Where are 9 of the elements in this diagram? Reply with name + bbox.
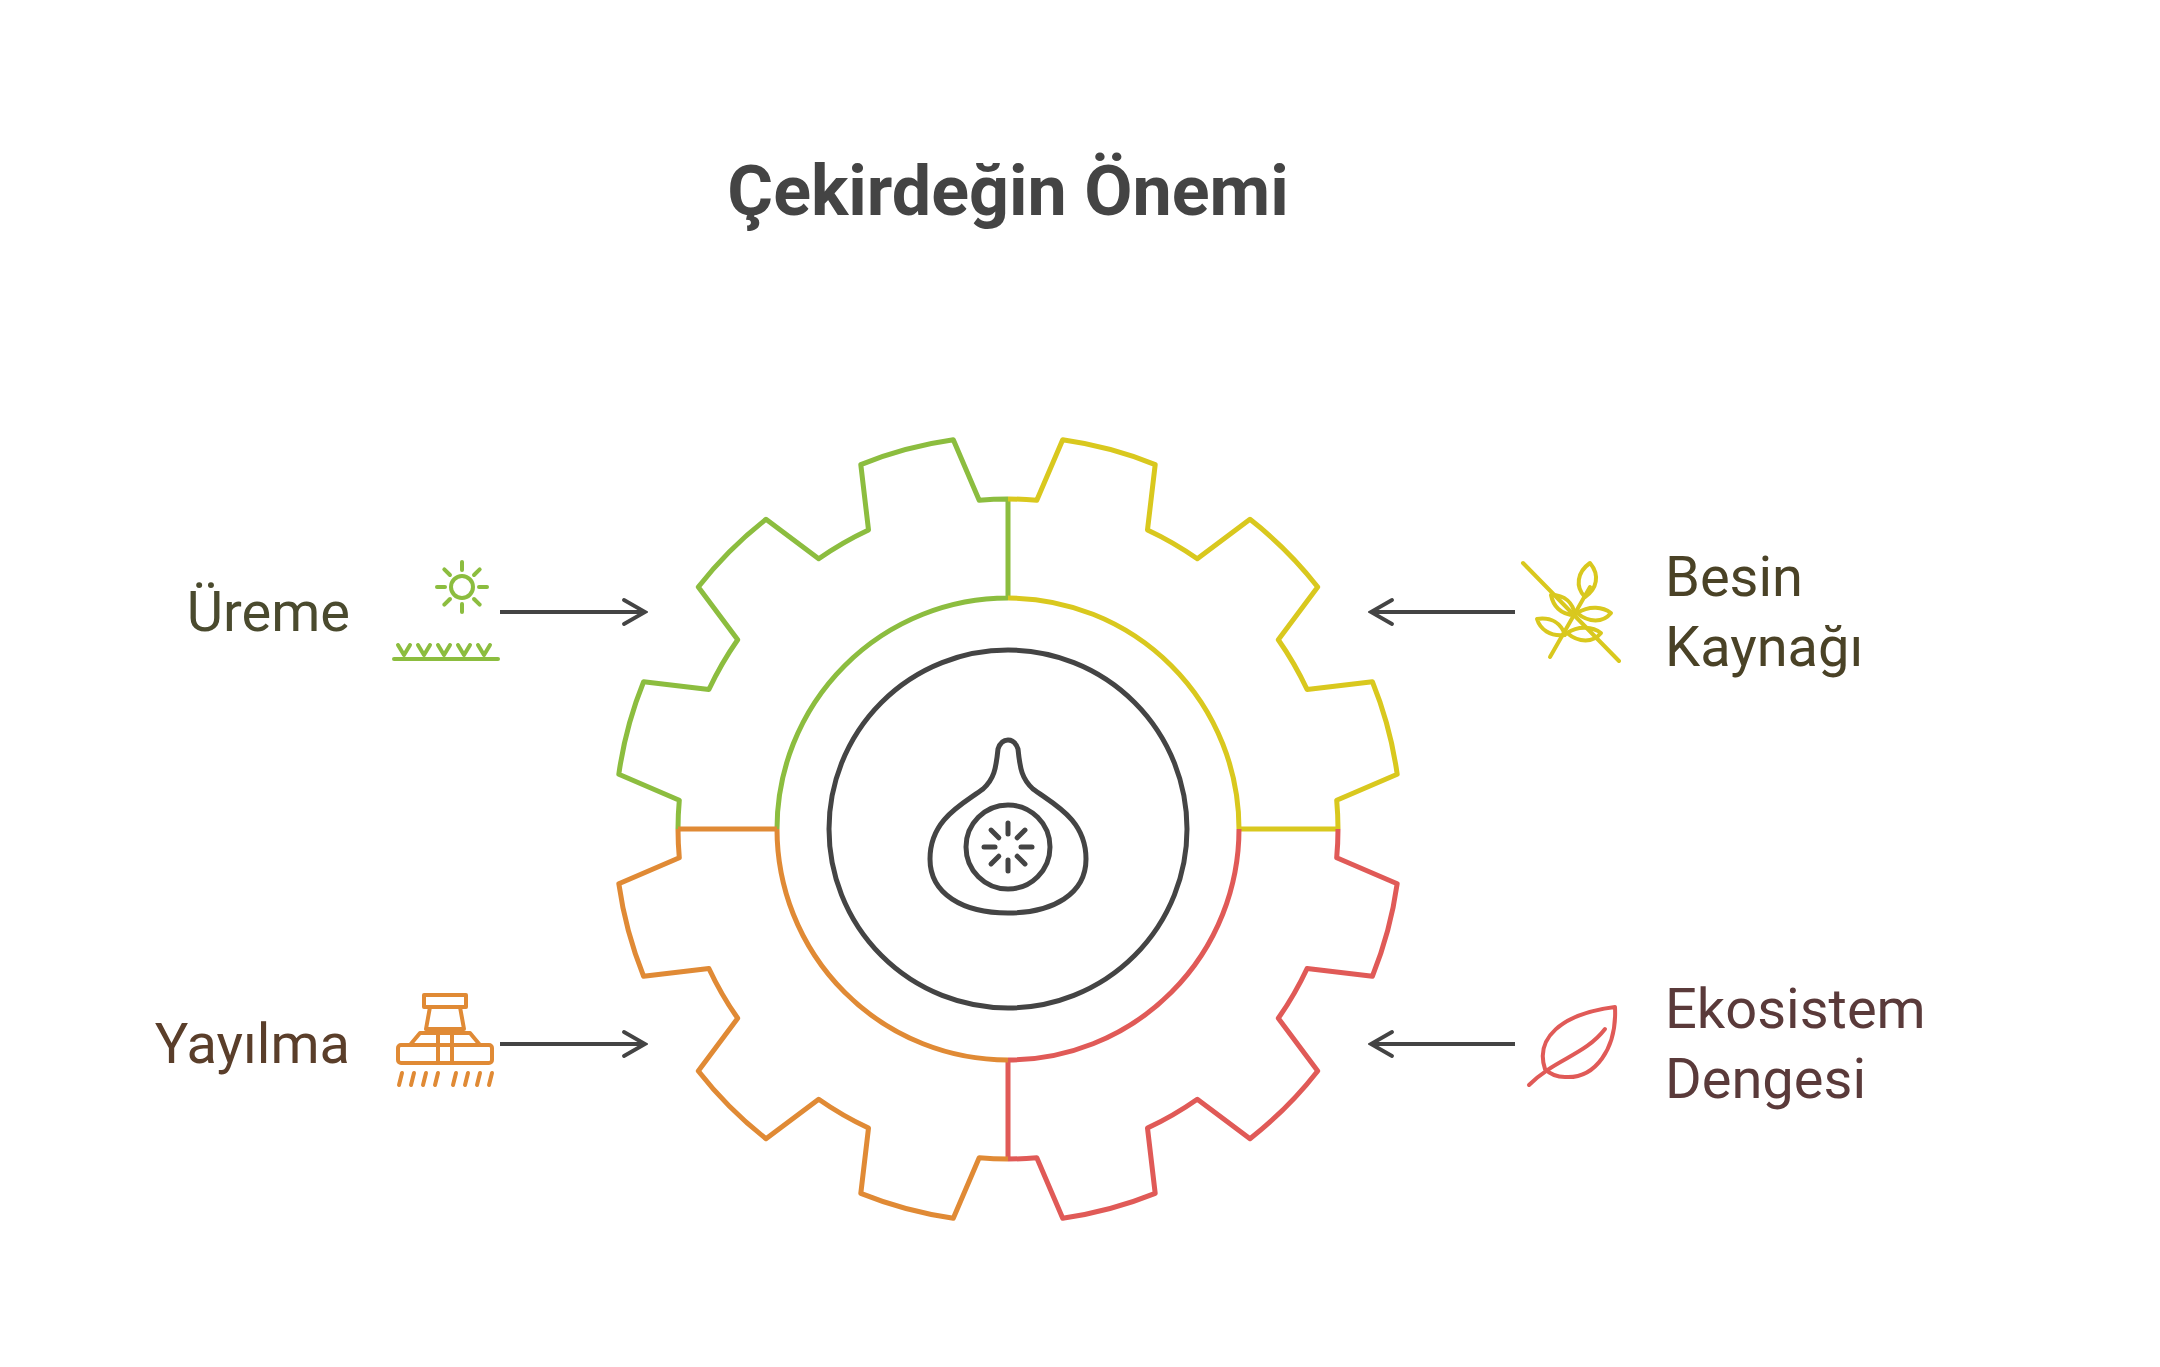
arrow <box>500 598 647 626</box>
arrow <box>500 1030 647 1058</box>
title: Çekirdeğin Önemi <box>726 150 1290 232</box>
item-label: Yayılma <box>154 1010 350 1079</box>
item-label: Ekosistem Dengesi <box>1665 975 1927 1114</box>
arrow <box>1369 1030 1515 1058</box>
item-label: Besin Kaynağı <box>1665 543 1865 682</box>
arrow <box>1369 598 1515 626</box>
item-label: Üreme <box>186 578 350 647</box>
